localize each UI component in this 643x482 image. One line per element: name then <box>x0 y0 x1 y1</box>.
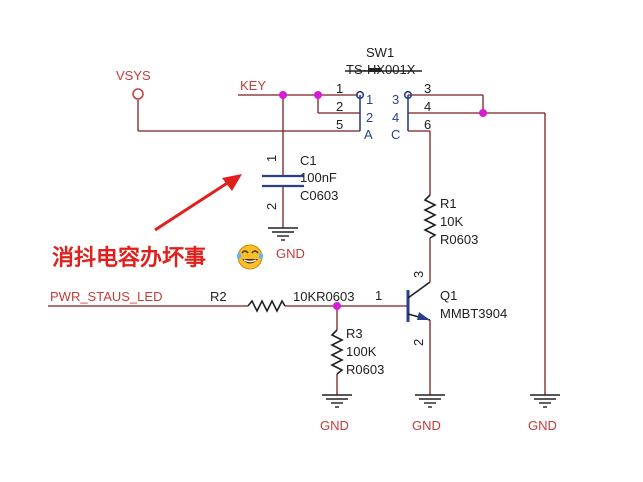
net-label-vsys: VSYS <box>116 68 151 83</box>
switch-sw1 <box>345 68 422 131</box>
transistor-q1 <box>406 281 431 322</box>
junction-key-pin2 <box>314 91 322 99</box>
annotation-arrow <box>154 174 242 232</box>
q1-pin-2: 2 <box>411 339 426 346</box>
sw-inner-a: A <box>364 127 373 142</box>
c1-pin-1: 1 <box>264 155 279 162</box>
q1-pin-1: 1 <box>375 288 382 303</box>
sw-inner-2: 2 <box>366 110 373 125</box>
sw1-part: TS-HX001X <box>346 62 416 77</box>
sw-inner-c: C <box>391 127 400 142</box>
ground-q1 <box>415 394 445 408</box>
net-label-key: KEY <box>240 78 266 93</box>
capacitor-c1 <box>262 174 304 188</box>
gnd-label-r3: GND <box>320 418 349 433</box>
c1-pin-2: 2 <box>264 203 279 210</box>
gnd-label-c1: GND <box>276 246 305 261</box>
sw-pin-3: 3 <box>424 81 431 96</box>
sw1-ref: SW1 <box>366 45 394 60</box>
c1-pkg: C0603 <box>300 188 338 203</box>
q1-pin-3: 3 <box>411 271 426 278</box>
junction-pin3-pin4 <box>479 109 487 117</box>
sw-pin-6: 6 <box>424 117 431 132</box>
r3-pkg: R0603 <box>346 362 384 377</box>
gnd-label-sw: GND <box>528 418 557 433</box>
gnd-label-q1: GND <box>412 418 441 433</box>
r1-pkg: R0603 <box>440 232 478 247</box>
r2-ref: R2 <box>210 289 227 304</box>
c1-ref: C1 <box>300 153 317 168</box>
r2-value-pkg: 10KR0603 <box>293 289 354 304</box>
net-label-pwr: PWR_STAUS_LED <box>50 289 162 304</box>
sw-pin-1: 1 <box>336 81 343 96</box>
resistor-r1 <box>423 194 437 239</box>
sw-inner-1: 1 <box>366 92 373 107</box>
annotation-text: 消抖电容办坏事 <box>52 245 206 270</box>
resistor-r3 <box>330 329 344 375</box>
q1-part: MMBT3904 <box>440 306 507 321</box>
sw-actuator-knob <box>369 68 381 72</box>
q1-collector <box>407 281 431 299</box>
r1-ref: R1 <box>440 196 457 211</box>
sw-pin-2: 2 <box>336 99 343 114</box>
vsys-terminal <box>132 88 144 100</box>
ground-sw <box>530 394 560 408</box>
r1-value: 10K <box>440 214 463 229</box>
junction-key-c1 <box>279 91 287 99</box>
q1-ref: Q1 <box>440 288 457 303</box>
r3-value: 100K <box>346 344 377 359</box>
c1-value: 100nF <box>300 170 337 185</box>
ground-c1 <box>268 227 298 241</box>
q1-emitter-arrow <box>417 312 430 320</box>
laughing-emoji-icon <box>236 244 264 270</box>
resistor-r2 <box>247 299 286 313</box>
r3-ref: R3 <box>346 326 363 341</box>
sw-inner-4: 4 <box>392 110 399 125</box>
sw-pin-5: 5 <box>336 117 343 132</box>
sw-pin-4: 4 <box>424 99 431 114</box>
junction-r2-r3 <box>333 302 341 310</box>
sw-inner-3: 3 <box>392 92 399 107</box>
ground-r3 <box>322 394 352 408</box>
wires <box>48 94 546 395</box>
